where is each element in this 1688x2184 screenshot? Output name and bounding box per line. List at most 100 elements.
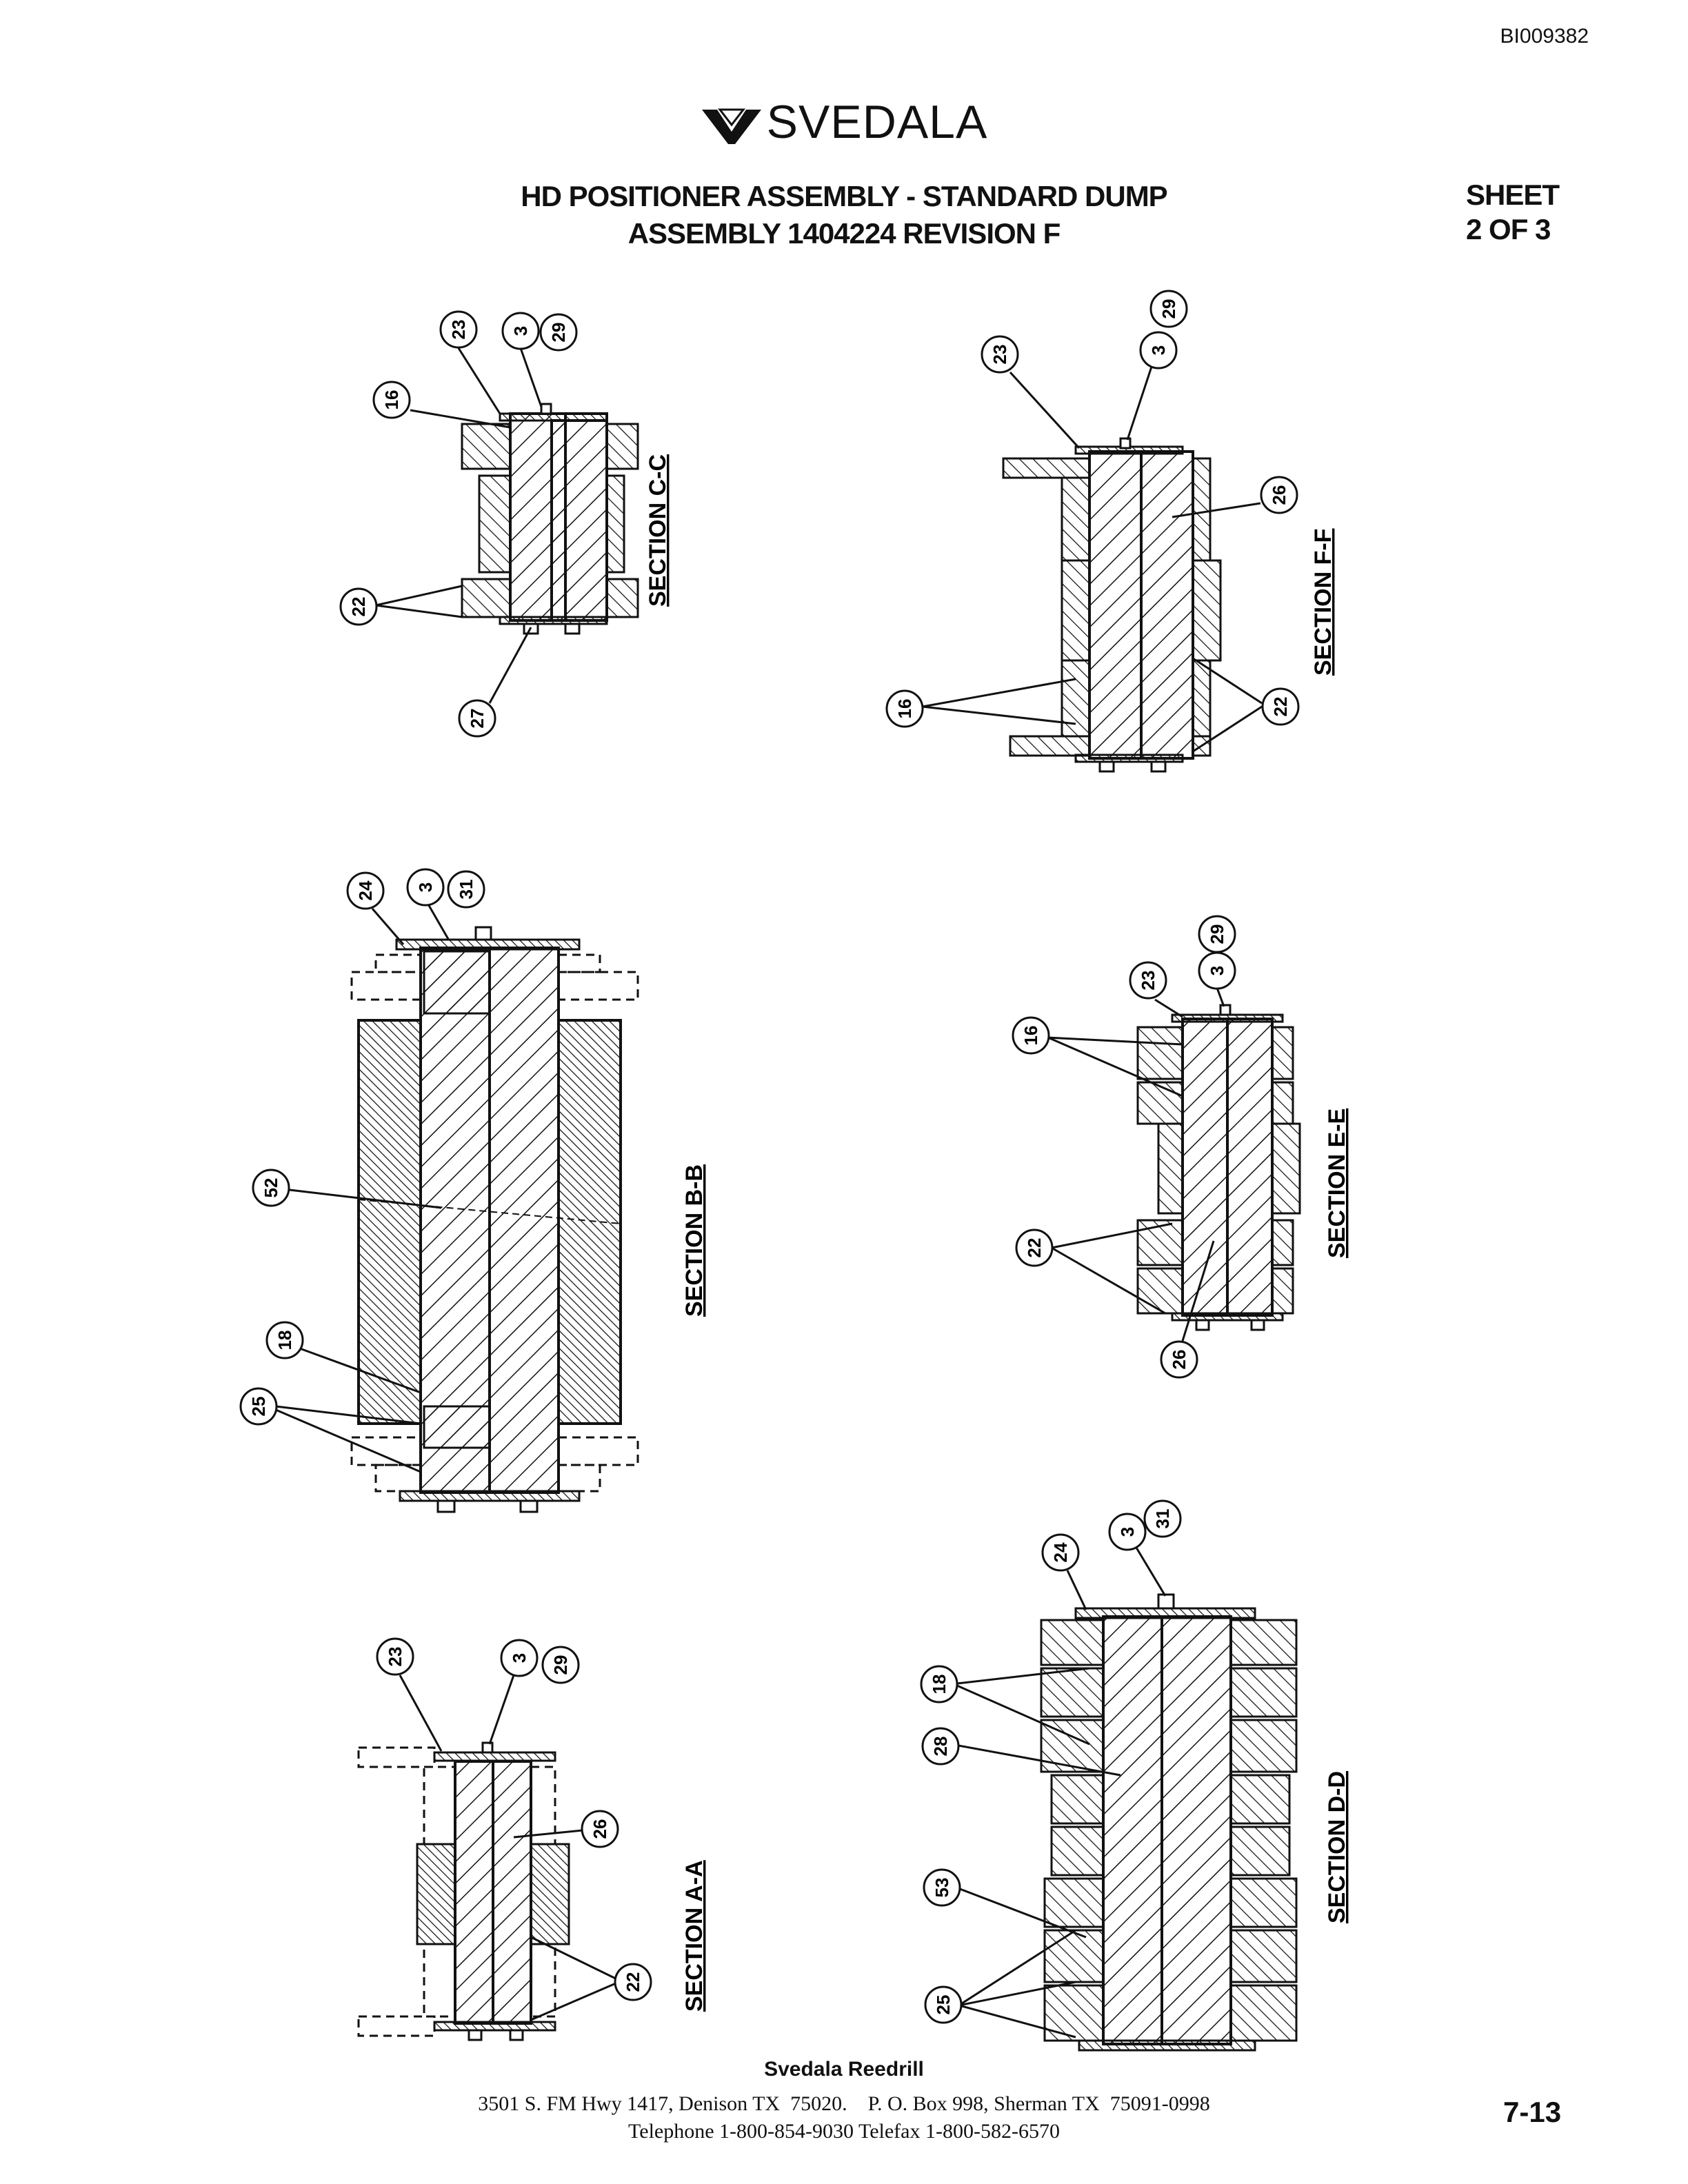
callout-24: 24 xyxy=(1041,1533,1087,1610)
svg-text:31: 31 xyxy=(456,880,476,900)
callout-3: 3 xyxy=(406,868,450,940)
svg-text:29: 29 xyxy=(550,1655,571,1675)
section-a-a: SECTION A-A 23 3 29 26 22 xyxy=(357,1637,707,2041)
svg-text:22: 22 xyxy=(348,597,369,617)
page-number: 7-13 xyxy=(1503,2096,1562,2128)
callout-31: 31 xyxy=(1143,1499,1182,1538)
svg-text:23: 23 xyxy=(1138,971,1158,991)
section-c-c-label: SECTION C-C xyxy=(645,454,671,607)
svg-text:25: 25 xyxy=(248,1397,269,1417)
section-f-f: SECTION F-F 23 3 29 26 16 22 xyxy=(885,290,1336,773)
sheet-indicator: SHEET 2 OF 3 xyxy=(1466,178,1560,247)
spacer-stack-left xyxy=(1040,1619,1105,2042)
svg-text:23: 23 xyxy=(385,1647,405,1667)
svg-text:27: 27 xyxy=(467,709,488,729)
callout-29: 29 xyxy=(539,313,578,352)
callout-18: 18 xyxy=(265,1321,421,1394)
svg-text:16: 16 xyxy=(1021,1026,1041,1046)
callout-23: 23 xyxy=(981,335,1081,449)
sheet-label: SHEET xyxy=(1466,179,1560,211)
callout-26: 26 xyxy=(1172,476,1298,518)
callout-23: 23 xyxy=(1129,961,1183,1018)
svg-text:53: 53 xyxy=(932,1878,952,1898)
svedala-wordmark: SVEDALA xyxy=(766,96,988,148)
svg-text:24: 24 xyxy=(355,880,376,900)
callout-26: 26 xyxy=(513,1810,619,1848)
callout-3: 3 xyxy=(1198,951,1236,1007)
svg-text:28: 28 xyxy=(930,1737,951,1757)
svg-text:3: 3 xyxy=(1148,345,1169,355)
callout-31: 31 xyxy=(447,870,485,909)
spacer-stack-right xyxy=(1229,1619,1298,2042)
svg-text:23: 23 xyxy=(448,320,469,340)
section-b-b: SECTION B-B 24 3 31 52 18 25 xyxy=(239,868,707,1513)
svedala-chevron-logo-icon xyxy=(701,108,761,145)
callout-27: 27 xyxy=(458,627,532,738)
footer-address: 3501 S. FM Hwy 1417, Denison TX 75020. P… xyxy=(478,2092,1210,2115)
callout-23: 23 xyxy=(376,1637,443,1752)
callout-29: 29 xyxy=(1198,915,1236,953)
svg-text:26: 26 xyxy=(1169,1350,1189,1370)
svedala-logo: SVEDALA xyxy=(0,95,1688,149)
callout-24: 24 xyxy=(346,871,405,945)
callout-23: 23 xyxy=(439,310,501,414)
callout-29: 29 xyxy=(541,1646,580,1684)
svg-text:18: 18 xyxy=(929,1675,950,1695)
svg-text:3: 3 xyxy=(415,882,436,892)
callout-3: 3 xyxy=(488,1639,539,1745)
title-line-1: HD POSITIONER ASSEMBLY - STANDARD DUMP xyxy=(521,180,1167,212)
callout-16: 16 xyxy=(885,678,1076,728)
callout-22: 22 xyxy=(339,585,463,626)
section-e-e-label: SECTION E-E xyxy=(1324,1109,1350,1258)
svg-text:29: 29 xyxy=(548,323,569,343)
callout-3: 3 xyxy=(1126,331,1178,441)
svg-text:22: 22 xyxy=(623,1972,643,1992)
document-title: HD POSITIONER ASSEMBLY - STANDARD DUMP A… xyxy=(0,178,1688,252)
svg-text:29: 29 xyxy=(1207,924,1227,944)
svg-text:16: 16 xyxy=(894,699,915,719)
section-a-a-label: SECTION A-A xyxy=(681,1860,707,2012)
document-id: BI009382 xyxy=(1500,25,1589,48)
svg-text:31: 31 xyxy=(1152,1509,1173,1529)
svg-text:29: 29 xyxy=(1158,299,1179,319)
callout-3: 3 xyxy=(1108,1513,1167,1597)
callout-22: 22 xyxy=(1192,657,1300,753)
callout-16: 16 xyxy=(1012,1016,1183,1098)
section-d-d: SECTION D-D 3 31 24 18 28 53 25 xyxy=(920,1499,1350,2052)
section-f-f-label: SECTION F-F xyxy=(1310,529,1336,676)
callout-22: 22 xyxy=(530,1936,652,2021)
callout-53: 53 xyxy=(923,1868,1087,1939)
svg-text:52: 52 xyxy=(261,1178,281,1198)
svg-text:24: 24 xyxy=(1050,1542,1071,1562)
svg-text:3: 3 xyxy=(509,1653,530,1663)
svg-text:22: 22 xyxy=(1024,1238,1045,1258)
footer-company-name: Svedala Reedrill xyxy=(764,2058,924,2081)
title-line-2: ASSEMBLY 1404224 REVISION F xyxy=(627,217,1061,250)
callout-22: 22 xyxy=(1015,1222,1173,1315)
sheet-value: 2 OF 3 xyxy=(1466,213,1551,245)
callout-25: 25 xyxy=(239,1387,421,1473)
footer-contact: 3501 S. FM Hwy 1417, Denison TX 75020. P… xyxy=(0,2090,1688,2145)
svg-text:3: 3 xyxy=(1117,1527,1138,1537)
section-e-e: SECTION E-E 29 3 23 16 22 26 xyxy=(1012,915,1350,1379)
footer-phone: Telephone 1-800-854-9030 Telefax 1-800-5… xyxy=(628,2120,1060,2143)
section-c-c: SECTION C-C 23 3 29 16 22 27 xyxy=(339,310,671,738)
section-d-d-label: SECTION D-D xyxy=(1324,1771,1350,1923)
callout-3: 3 xyxy=(501,312,543,407)
callout-26: 26 xyxy=(1160,1240,1215,1379)
svg-text:26: 26 xyxy=(590,1819,610,1839)
svg-text:25: 25 xyxy=(933,1995,954,2015)
callout-16: 16 xyxy=(372,381,511,429)
section-b-b-label: SECTION B-B xyxy=(681,1164,707,1317)
callout-52: 52 xyxy=(252,1169,442,1209)
svg-text:3: 3 xyxy=(510,326,531,336)
svg-text:22: 22 xyxy=(1270,697,1291,717)
svg-text:26: 26 xyxy=(1269,485,1289,505)
callout-18: 18 xyxy=(920,1665,1090,1746)
svg-text:23: 23 xyxy=(989,345,1010,365)
svg-text:3: 3 xyxy=(1207,966,1227,975)
svg-text:18: 18 xyxy=(274,1331,295,1351)
callout-29: 29 xyxy=(1149,290,1188,328)
callout-28: 28 xyxy=(921,1727,1121,1777)
